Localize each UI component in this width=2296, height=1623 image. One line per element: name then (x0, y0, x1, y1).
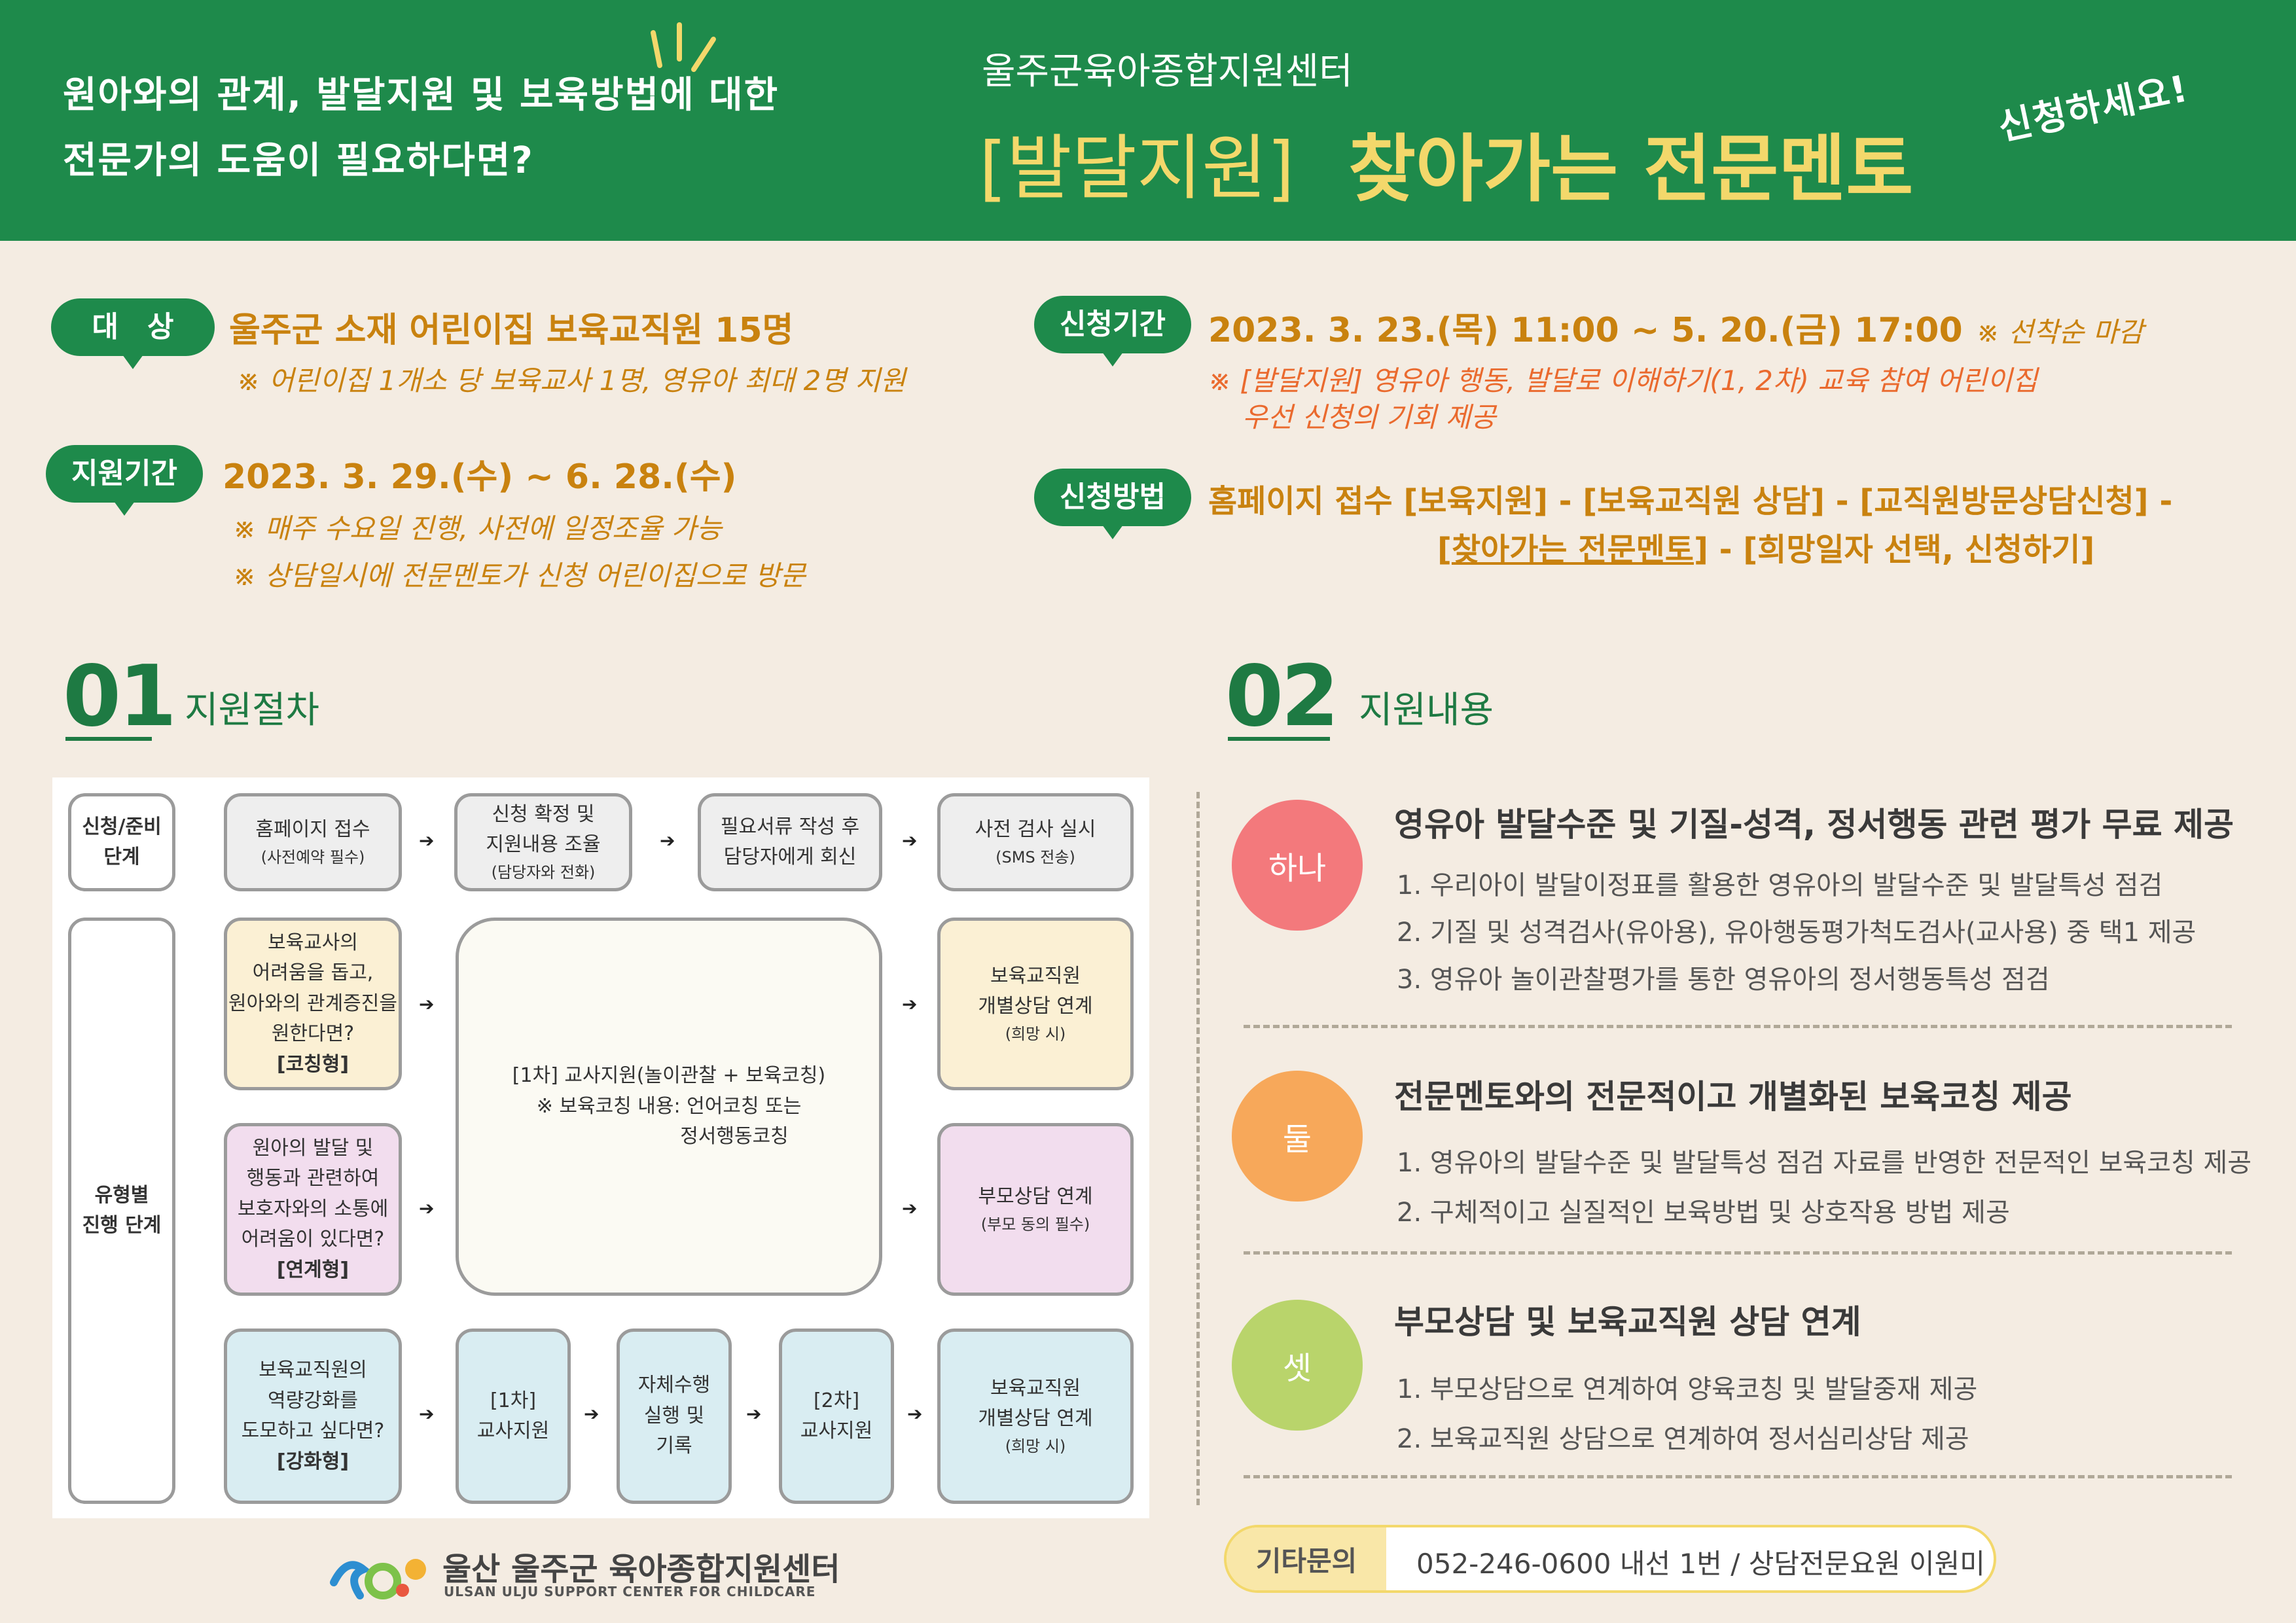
period-note2: ※ 상담일시에 전문멘토가 신청 어린이집으로 방문 (233, 560, 806, 592)
tagline-line1: 원아와의 관계, 발달지원 및 보육방법에 대한 (63, 74, 780, 116)
item1-line2: 2. 기질 및 성격검사(유아용), 유아행동평가척도검사(교사용) 중 택1 … (1397, 918, 2197, 948)
item3-line1: 1. 부모상담으로 연계하여 양육코칭 및 발달중재 제공 (1397, 1374, 1978, 1404)
apply-period-note2: 우선 신청의 기회 제공 (1242, 401, 1496, 433)
arrow-icon: ➔ (902, 830, 918, 851)
prep-step-documents: 필요서류 작성 후 담당자에게 회신 (698, 793, 882, 891)
row-label-type: 유형별 진행 단계 (68, 918, 175, 1504)
prep-step-confirm: 신청 확정 및 지원내용 조율 (담당자와 전화) (454, 793, 632, 891)
boost-result-box: 보육교직원 개별상담 연계 (희망 시) (937, 1329, 1134, 1504)
item3-line2: 2. 보육교직원 상담으로 연계하여 정서심리상담 제공 (1397, 1424, 1969, 1454)
divider (1244, 1475, 2232, 1478)
apply-period-row: 2023. 3. 23.(목) 11:00 ~ 5. 20.(금) 17:00 … (1208, 302, 2144, 351)
apply-period-note1: ※ [발달지원] 영유아 행동, 발달로 이해하기(1, 2차) 교육 참여 어… (1208, 365, 2038, 397)
arrow-icon: ➔ (419, 1403, 435, 1425)
prep-step-homepage: 홈페이지 접수 (사전예약 필수) (224, 793, 402, 891)
procedure-diagram: 신청/준비 단계 유형별 진행 단계 홈페이지 접수 (사전예약 필수) ➔ 신… (52, 777, 1149, 1518)
title-main: 찾아가는 전문멘토 (1348, 127, 1914, 212)
method-label: 신청방법 (1034, 469, 1191, 539)
contact-text: 052-246-0600 내선 1번 / 상담전문요원 이원미 (1416, 1548, 1985, 1580)
coaching-result-box: 보육교직원 개별상담 연계 (희망 시) (937, 918, 1134, 1090)
boost-type-box: 보육교직원의 역량강화를 도모하고 싶다면? [강화형] (224, 1329, 402, 1504)
column-divider (1196, 792, 1200, 1505)
target-note: ※ 어린이집 1개소 당 보육교사 1명, 영유아 최대 2명 지원 (237, 365, 906, 397)
boost-step2-box: 자체수행 실행 및 기록 (617, 1329, 732, 1504)
apply-period-text: 2023. 3. 23.(목) 11:00 ~ 5. 20.(금) 17:00 (1208, 311, 1963, 350)
section1-underline (65, 737, 152, 741)
sparkle-icon (651, 22, 716, 72)
section2-underline (1228, 737, 1330, 741)
method-link[interactable]: 찾아가는 전문멘토 (1451, 531, 1694, 568)
contact-bar: 기타문의 052-246-0600 내선 1번 / 상담전문요원 이원미 (1224, 1525, 1996, 1593)
section2-number: 02 (1225, 648, 1339, 745)
boost-step1-box: [1차] 교사지원 (456, 1329, 571, 1504)
period-text: 2023. 3. 29.(수) ~ 6. 28.(수) (223, 457, 737, 497)
period-note1: ※ 매주 수요일 진행, 사전에 일정조율 가능 (233, 512, 722, 544)
apply-now-text: 신청하세요! (1994, 67, 2193, 149)
contact-label: 기타문의 (1227, 1527, 1386, 1590)
item1-line1: 1. 우리아이 발달이정표를 활용한 영유아의 발달수준 및 발달특성 점검 (1397, 870, 2163, 901)
arrow-icon: ➔ (902, 993, 918, 1015)
item2-line2: 2. 구체적이고 실질적인 보육방법 및 상호작용 방법 제공 (1397, 1198, 2010, 1228)
arrow-icon: ➔ (419, 1198, 435, 1219)
method-line1: 홈페이지 접수 [보육지원] - [보육교직원 상담] - [교직원방문상담신청… (1208, 483, 2173, 520)
badge-hana: 하나 (1232, 800, 1363, 931)
footer-logo-en: ULSAN ULJU SUPPORT CENTER FOR CHILDCARE (444, 1584, 816, 1599)
method-line2: [찾아가는 전문멘토] - [희망일자 선택, 신청하기] (1437, 531, 2095, 568)
item1-title: 영유아 발달수준 및 기질-성격, 정서행동 관련 평가 무료 제공 (1394, 806, 2234, 844)
arrow-icon: ➔ (419, 830, 435, 851)
arrow-icon: ➔ (902, 1198, 918, 1219)
badge-set: 셋 (1232, 1300, 1363, 1431)
header-banner: 원아와의 관계, 발달지원 및 보육방법에 대한 전문가의 도움이 필요하다면?… (0, 0, 2296, 241)
target-text: 울주군 소재 어린이집 보육교직원 15명 (229, 311, 794, 350)
divider (1244, 1025, 2232, 1028)
center-logo-icon (330, 1559, 426, 1599)
footer-logo-kr: 울산 울주군 육아종합지원센터 (442, 1551, 840, 1588)
target-label: 대 상 (51, 298, 215, 369)
apply-period-label: 신청기간 (1034, 296, 1191, 366)
section1-title: 지원절차 (185, 689, 320, 732)
apply-period-suffix: ※ 선착순 마감 (1976, 316, 2144, 348)
row-label-prep: 신청/준비 단계 (68, 793, 175, 891)
coaching-type-box: 보육교사의 어려움을 돕고, 원아와의 관계증진을 원한다면? [코칭형] (224, 918, 402, 1090)
period-label: 지원기간 (46, 445, 203, 516)
arrow-icon: ➔ (584, 1403, 600, 1425)
link-type-box: 원아의 발달 및 행동과 관련하여 보호자와의 소통에 어려움이 있다면? [연… (224, 1123, 402, 1296)
center-name: 울주군육아종합지원센터 (982, 50, 1353, 93)
arrow-icon: ➔ (419, 993, 435, 1015)
section1-number: 01 (63, 648, 177, 745)
badge-dul: 둘 (1232, 1071, 1363, 1202)
arrow-icon: ➔ (660, 830, 675, 851)
prep-step-pretest: 사전 검사 실시 (SMS 전송) (937, 793, 1134, 891)
link-result-box: 부모상담 연계 (부모 동의 필수) (937, 1123, 1134, 1296)
title-bracket: [발달지원] (979, 128, 1295, 209)
tagline-line2: 전문가의 도움이 필요하다면? (63, 139, 534, 182)
item1-line3: 3. 영유아 놀이관찰평가를 통한 영유아의 정서행동특성 점검 (1397, 965, 2050, 995)
arrow-icon: ➔ (907, 1403, 923, 1425)
arrow-icon: ➔ (746, 1403, 762, 1425)
teacher-support-box: [1차] 교사지원(놀이관찰 + 보육코칭) ※ 보육코칭 내용: 언어코칭 또… (456, 918, 882, 1296)
item2-title: 전문멘토와의 전문적이고 개별화된 보육코칭 제공 (1394, 1078, 2072, 1116)
boost-step3-box: [2차] 교사지원 (779, 1329, 894, 1504)
section2-title: 지원내용 (1359, 689, 1494, 732)
divider (1244, 1251, 2232, 1255)
item2-line1: 1. 영유아의 발달수준 및 발달특성 점검 자료를 반영한 전문적인 보육코칭… (1397, 1148, 2252, 1178)
item3-title: 부모상담 및 보육교직원 상담 연계 (1394, 1303, 1861, 1341)
